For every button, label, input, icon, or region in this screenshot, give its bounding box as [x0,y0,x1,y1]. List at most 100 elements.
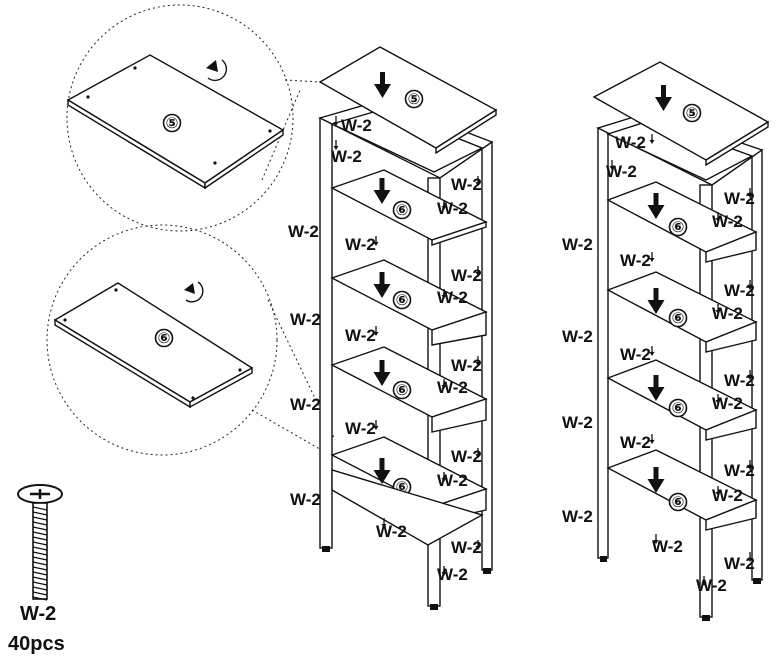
svg-text:W-2: W-2 [451,356,482,375]
svg-text:W-2: W-2 [562,507,593,526]
screw-icon [17,484,63,601]
svg-text:W-2: W-2 [345,326,376,345]
screw-callout: W-2 [451,266,482,285]
down-arrow-icon [647,288,665,314]
svg-text:W-2: W-2 [724,461,755,480]
svg-text:⑥: ⑥ [396,382,409,399]
svg-text:W-2: W-2 [620,251,651,270]
screw-callout: W-2 [331,140,362,166]
svg-text:W-2: W-2 [562,327,593,346]
svg-text:⑤: ⑤ [686,105,699,122]
svg-text:W-2: W-2 [290,395,321,414]
screw-callout: W-2 [451,356,482,375]
svg-text:W-2: W-2 [290,490,321,509]
screw-callout: W-2 [290,490,321,509]
shelf-panel: ⑥ [330,169,488,246]
screw-callout: W-2 [333,116,372,135]
svg-text:W-2: W-2 [724,554,755,573]
screw-callout: W-2 [724,460,755,480]
screw-callout: W-2 [712,304,743,323]
svg-text:W-2: W-2 [437,199,468,218]
svg-text:W-2: W-2 [341,116,372,135]
screw-callout: W-2 [562,413,593,432]
svg-text:W-2: W-2 [288,222,319,241]
screw-callout: W-2 [724,552,755,573]
screw-callout: W-2 [437,378,468,397]
screw-callout: W-2 [376,518,407,541]
part-number-shelf: ⑥ [392,290,412,310]
down-arrow-icon [647,193,665,219]
rotate-arrow-icon [184,281,204,303]
svg-text:W-2: W-2 [724,281,755,300]
rotate-arrow-icon [206,59,228,82]
screw-callout: W-2 [437,565,468,584]
shelf-panel: ⑥ [330,346,488,433]
svg-text:W-2: W-2 [712,304,743,323]
screw-callout: W-2 [724,370,755,390]
screw-callout: W-2 [615,133,655,152]
svg-text:W-2: W-2 [652,537,683,556]
part-number-shelf-detail: ⑥ [154,328,174,348]
svg-text:⑥: ⑥ [672,494,685,511]
screw-callout: W-2 [451,175,482,194]
svg-text:W-2: W-2 [376,522,407,541]
down-arrow-icon [647,467,665,493]
svg-text:⑤: ⑤ [408,91,421,108]
svg-text:⑥: ⑥ [396,202,409,219]
part-number-top-left: ⑤ [404,89,424,109]
shelf-panel: ⑥ [606,271,758,353]
shelf-panel-detail [53,282,254,409]
svg-text:⑥: ⑥ [672,219,685,236]
svg-text:W-2: W-2 [437,565,468,584]
svg-text:W-2: W-2 [712,212,743,231]
screw-callout: W-2 [345,419,379,438]
svg-text:W-2: W-2 [451,175,482,194]
svg-text:W-2: W-2 [451,447,482,466]
svg-text:W-2: W-2 [290,310,321,329]
part-number-shelf: ⑥ [668,492,688,512]
detail-circle-shelf: ⑥ [46,224,336,456]
svg-text:⑤: ⑤ [166,115,179,132]
svg-text:W-2: W-2 [620,345,651,364]
down-arrow-icon [374,72,391,98]
screw-callout: W-2 [345,235,379,254]
down-arrow-icon [373,272,391,298]
screw-callout: W-2 [437,199,468,218]
screw-callout: W-2 [620,433,655,452]
svg-text:W-2: W-2 [712,486,743,505]
post-front-left [597,127,609,559]
down-arrow-icon [373,178,391,204]
svg-text:W-2: W-2 [620,433,651,452]
screw-callout: W-2 [562,507,593,526]
screw-callout: W-2 [562,327,593,346]
part-number-shelf: ⑥ [668,217,688,237]
part-number-top-right: ⑤ [682,103,702,123]
screw-callout: W-2 [712,486,743,505]
svg-text:W-2: W-2 [615,133,646,152]
screw-callout: W-2 [606,160,637,181]
down-arrow-icon [373,360,391,386]
shelf-panel: ⑥ [606,359,758,441]
screw-callout: W-2 [620,251,655,270]
screw-callout: W-2 [724,280,755,300]
screw-callout: W-2 [437,471,468,490]
screw-code: W-2 [20,603,56,625]
down-arrow-icon [655,85,672,111]
svg-text:W-2: W-2 [712,394,743,413]
svg-text:W-2: W-2 [724,189,755,208]
svg-text:W-2: W-2 [437,378,468,397]
part-number-shelf: ⑥ [392,200,412,220]
svg-text:W-2: W-2 [562,235,593,254]
svg-text:⑥: ⑥ [396,292,409,309]
svg-text:W-2: W-2 [451,266,482,285]
svg-text:⑥: ⑥ [672,400,685,417]
svg-text:W-2: W-2 [437,471,468,490]
screw-callout: W-2 [620,345,655,364]
part-number-shelf: ⑥ [668,398,688,418]
screw-callout: W-2 [724,188,755,208]
screw-callout: W-2 [288,222,319,241]
post-front-left [319,117,333,549]
svg-text:W-2: W-2 [451,538,482,557]
screw-callout: W-2 [290,395,321,414]
